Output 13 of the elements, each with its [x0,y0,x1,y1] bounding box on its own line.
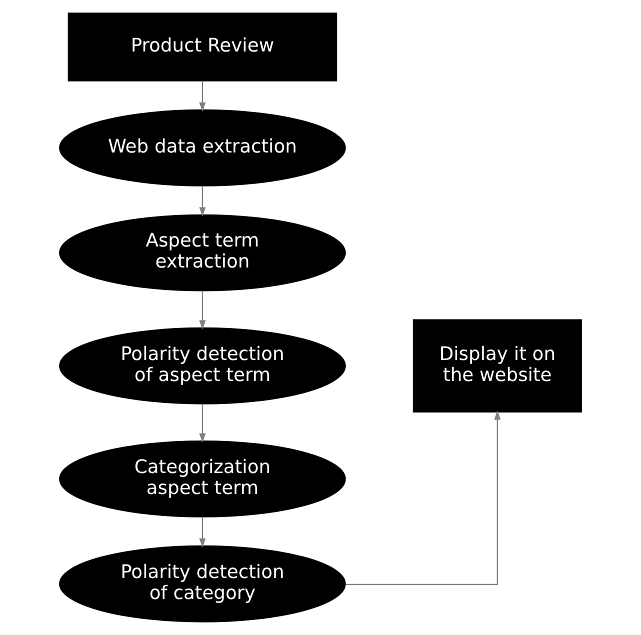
node-ellipse: Web data extraction [59,109,346,186]
arrow [199,290,206,330]
node-ellipse: Aspect term extraction [59,214,346,292]
arrow [346,410,501,586]
node-box: Display it on the website [412,319,582,412]
node-box: Product Review [68,12,338,82]
node-ellipse: Polarity detection of aspect term [59,327,346,404]
arrow [199,186,206,217]
node-ellipse: Categorization aspect term [59,440,346,518]
arrow [199,517,206,548]
arrow [199,404,206,443]
node-ellipse: Polarity detection of category [59,545,346,622]
arrow [199,81,206,112]
